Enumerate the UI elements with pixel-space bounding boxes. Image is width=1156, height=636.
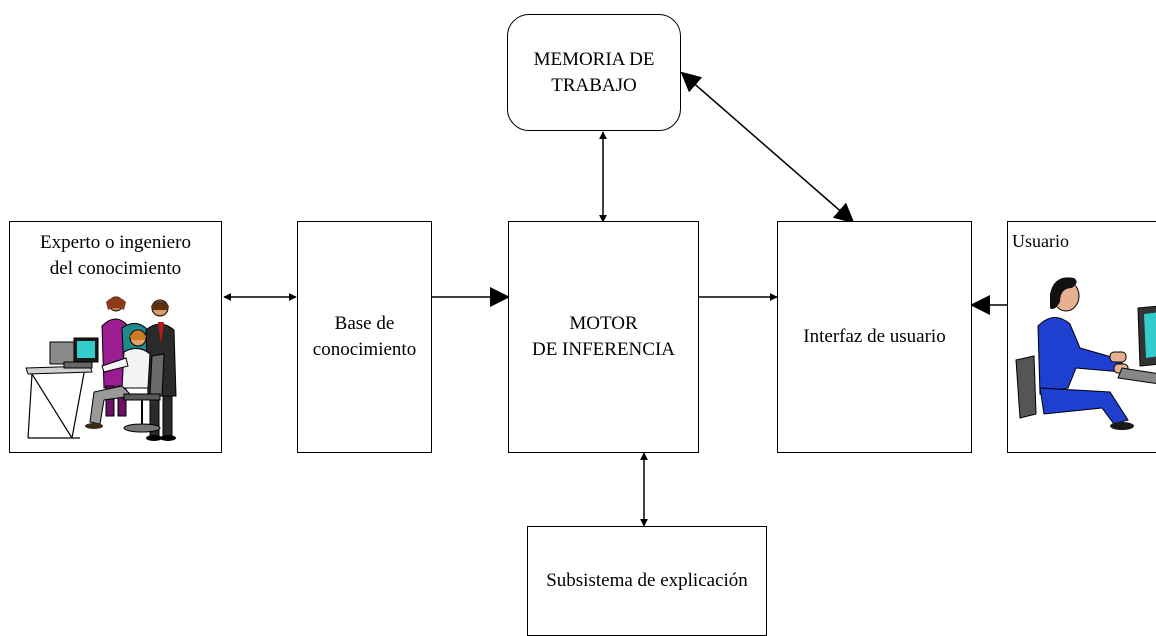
node-user-interface-label: Interfaz de usuario (803, 326, 946, 347)
person-typing-icon (1015, 277, 1156, 430)
node-explanation-subsystem: Subsistema de explicación (527, 526, 767, 636)
people-at-computer-icon (25, 296, 177, 441)
node-working-memory: MEMORIA DE TRABAJO (507, 14, 681, 131)
node-knowledge-base-label: Base de conocimiento (312, 313, 417, 360)
node-expert-label: Experto o ingeniero del conocimiento (40, 232, 191, 279)
node-inference-engine: MOTOR DE INFERENCIA (508, 221, 699, 453)
node-knowledge-base: Base de conocimiento (297, 221, 432, 453)
node-working-memory-label: MEMORIA DE TRABAJO (533, 48, 655, 96)
node-user-label: Usuario (1012, 231, 1069, 251)
node-user-interface: Interfaz de usuario (777, 221, 972, 453)
node-expert: Experto o ingeniero del conocimiento (9, 221, 222, 453)
node-user: Usuario (1007, 221, 1156, 453)
edge-memory-user-interface (680, 71, 855, 224)
node-inference-engine-label: MOTOR DE INFERENCIA (531, 313, 676, 360)
node-explanation-subsystem-label: Subsistema de explicación (546, 570, 748, 591)
